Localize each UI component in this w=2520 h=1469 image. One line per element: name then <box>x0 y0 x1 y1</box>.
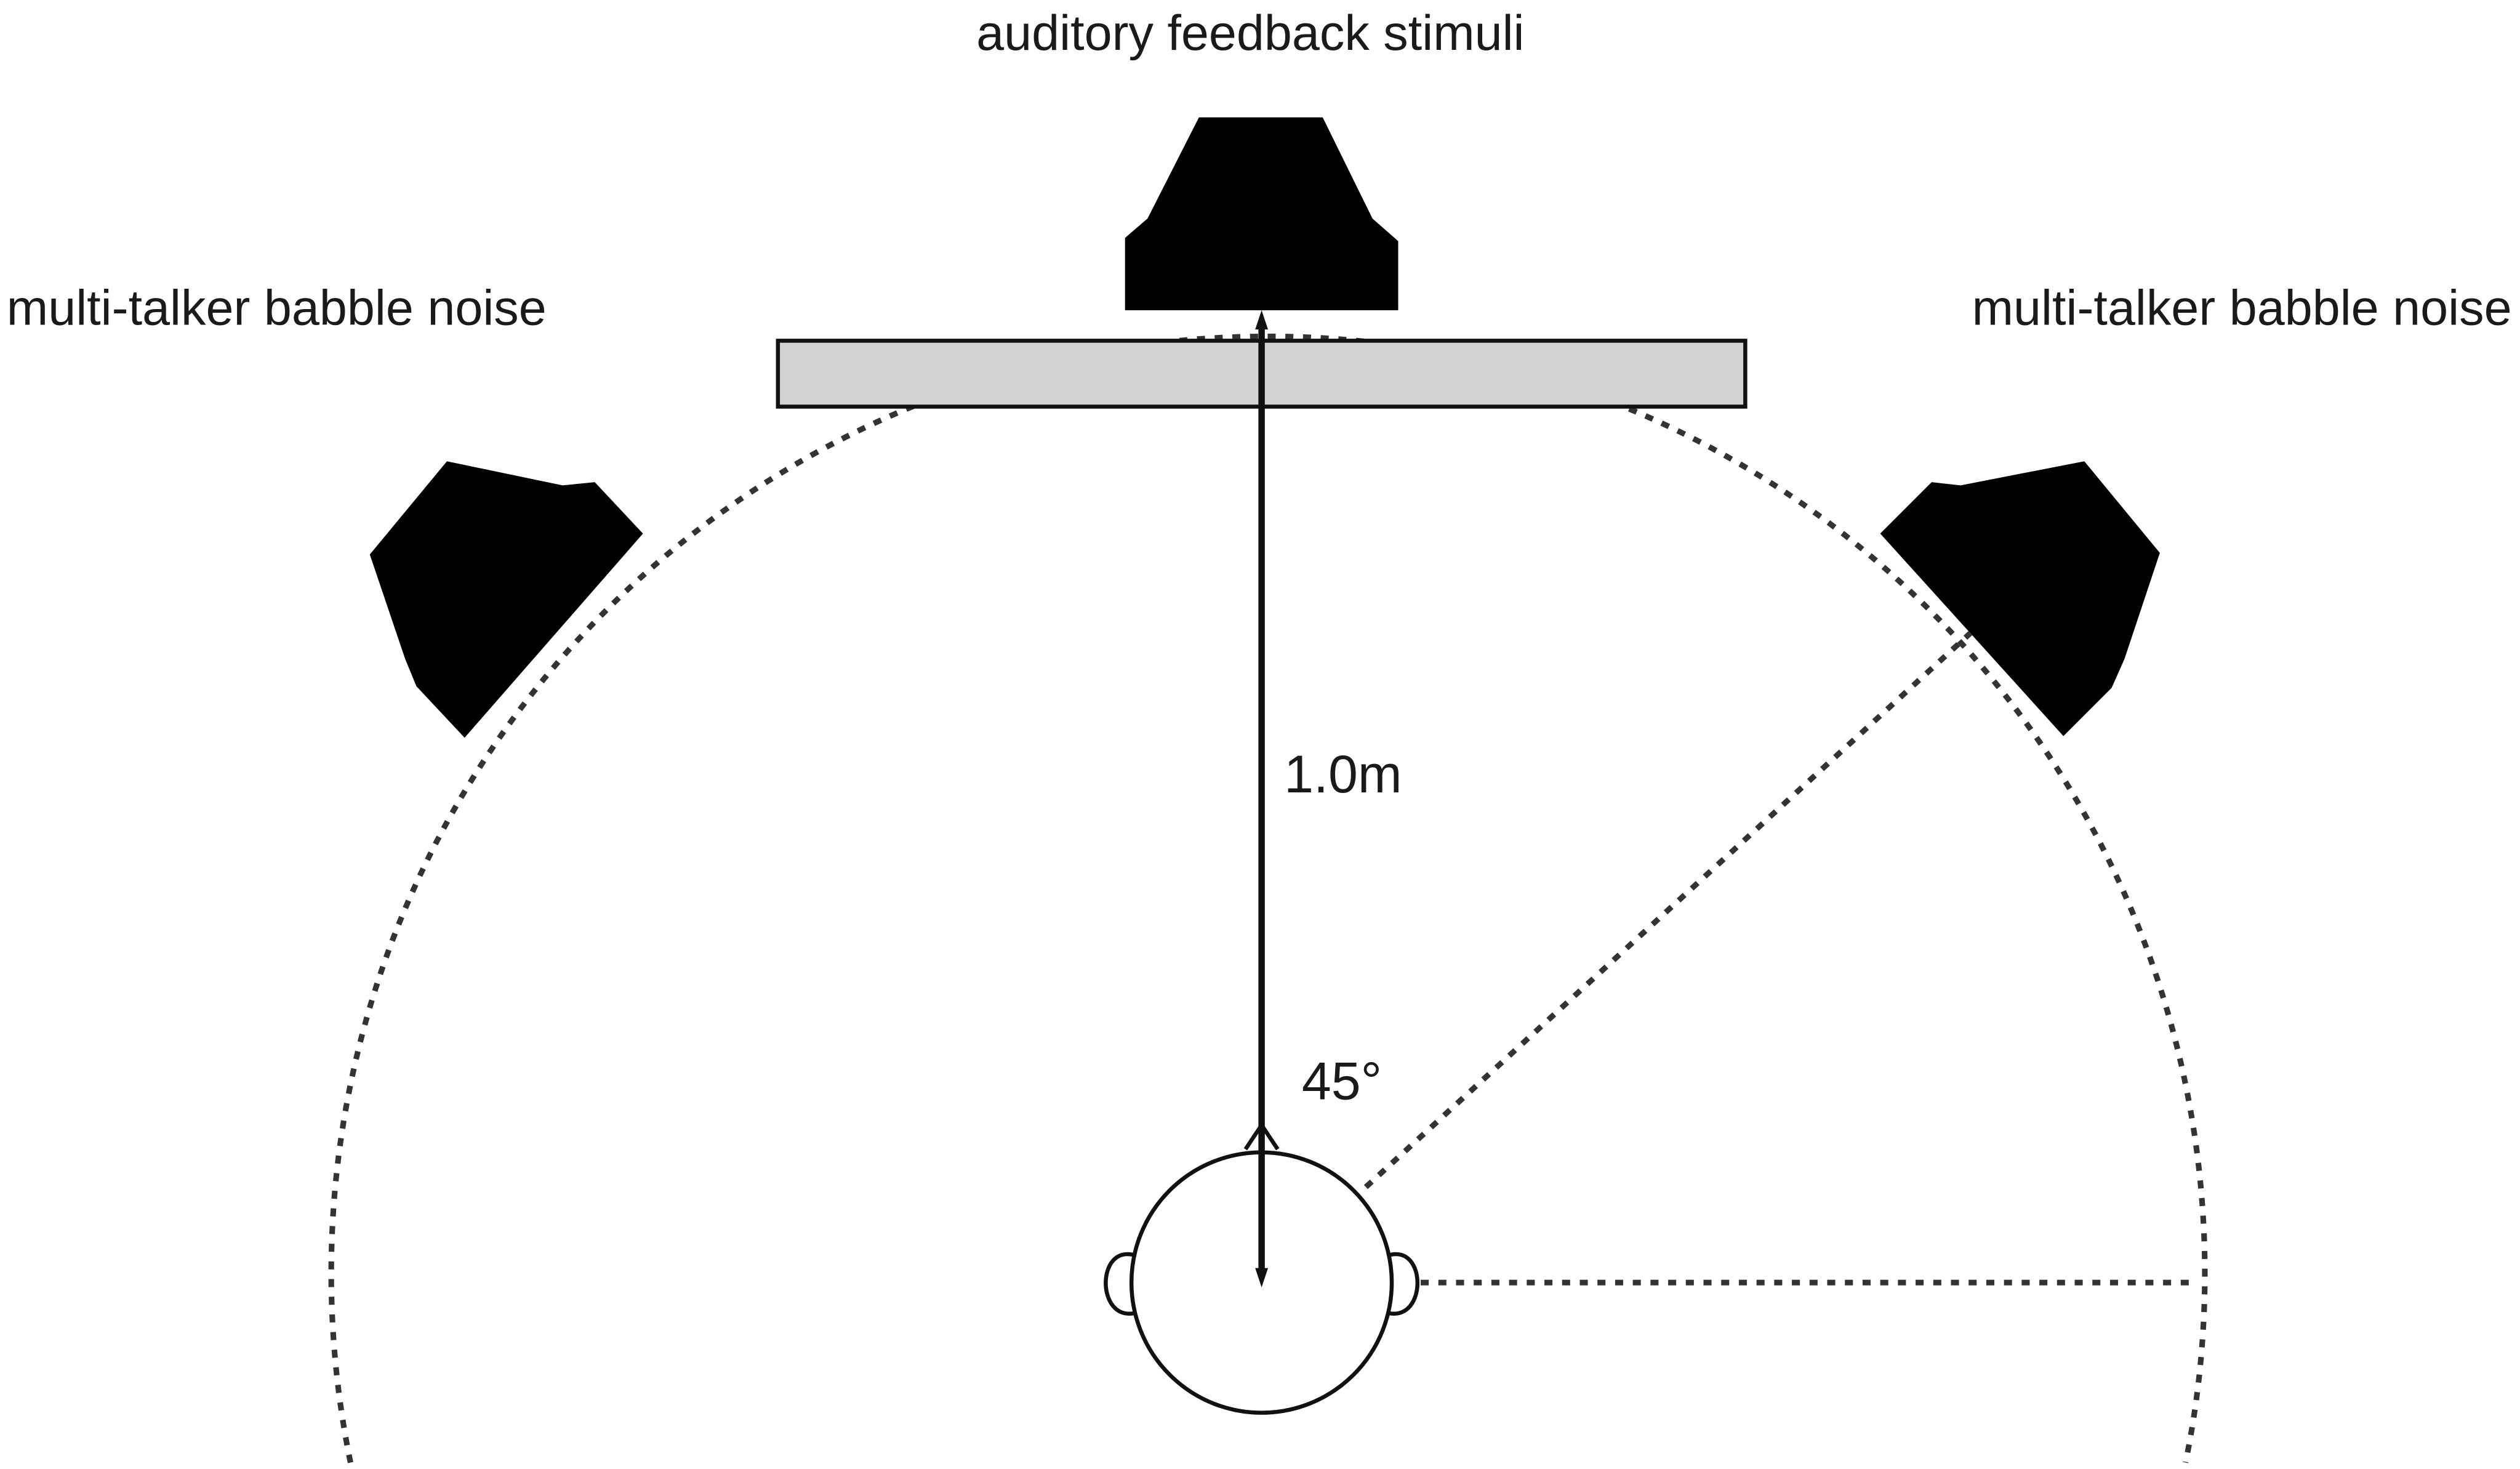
right-ear <box>1387 1252 1420 1316</box>
distance-arrow-head-top <box>1255 310 1269 330</box>
left-speaker-label: multi-talker babble noise <box>7 280 547 336</box>
angle-label: 45° <box>1302 1052 1382 1111</box>
top-speaker-label: auditory feedback stimuli <box>976 6 1524 61</box>
left-speaker-icon <box>369 461 643 738</box>
distance-circle <box>328 333 2208 1463</box>
top-speaker-icon <box>1125 117 1398 310</box>
right-speaker-icon <box>1880 461 2160 736</box>
right-speaker-label: multi-talker babble noise <box>1972 280 2512 336</box>
diagonal-45-line <box>1259 631 1972 1285</box>
left-ear <box>1104 1252 1136 1316</box>
distance-label: 1.0m <box>1284 745 1402 804</box>
distance-arrow-head-bottom <box>1255 1268 1269 1288</box>
